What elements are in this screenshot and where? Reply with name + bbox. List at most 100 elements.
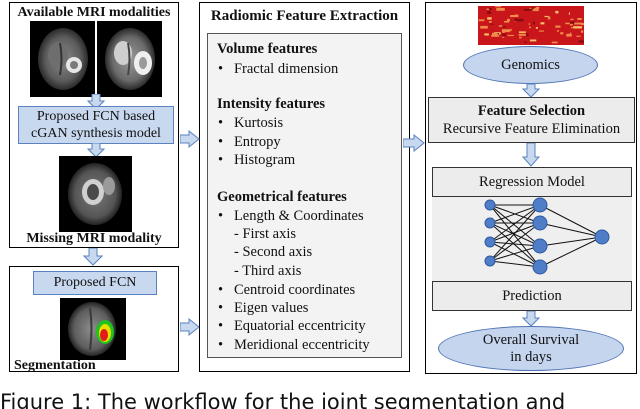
heatmap-cell — [540, 22, 545, 25]
synthesized-mri-image — [59, 156, 132, 232]
figure-caption: Figure 1: The workflow for the joint seg… — [0, 390, 566, 409]
heatmap-cell — [491, 35, 500, 37]
feature-item: • Meridional eccentricity — [218, 337, 370, 353]
mri-image-left — [30, 21, 95, 97]
synthesis-model-box: Proposed FCN based cGAN synthesis model — [18, 106, 174, 144]
heatmap-cell — [570, 21, 576, 24]
heatmap-cell — [496, 7, 505, 11]
heatmap-cell — [487, 7, 492, 11]
heatmap-cell — [555, 10, 559, 14]
heatmap-cell — [544, 15, 549, 18]
heatmap-cell — [514, 18, 524, 22]
segmentation-panel — [9, 266, 179, 372]
feature-subitem: - Third axis — [234, 263, 302, 279]
bullet: • — [218, 318, 224, 334]
feature-item: • Entropy — [218, 134, 281, 150]
feature-selection-subtitle: Recursive Feature Elimination — [442, 121, 621, 137]
heatmap-cell — [535, 6, 540, 9]
arrow-down-icon — [87, 94, 105, 110]
heatmap-cell — [515, 14, 519, 18]
heatmap-cell — [502, 33, 506, 37]
heatmap-cell — [480, 25, 488, 29]
heatmap-cell — [501, 36, 505, 38]
heatmap-cell — [569, 32, 572, 35]
arrow-right-icon — [180, 130, 200, 148]
heatmap-cell — [524, 33, 529, 37]
feature-selection-title: Feature Selection — [477, 103, 586, 119]
radiomic-panel — [199, 2, 410, 372]
arrow-right-icon — [403, 134, 425, 152]
bullet: • — [218, 282, 224, 298]
heatmap-cell — [523, 8, 533, 11]
bullet: • — [218, 300, 224, 316]
mri-image-right — [97, 21, 162, 97]
feature-selection-box: Feature Selection Recursive Feature Elim… — [428, 97, 635, 143]
genomics-label: Genomics — [501, 56, 560, 73]
heatmap-cell — [534, 7, 539, 10]
heatmap-cell — [478, 19, 485, 22]
heatmap-cell — [571, 27, 573, 29]
proposed-fcn-label: Proposed FCN — [53, 275, 137, 290]
feature-item: • Equatorial eccentricity — [218, 318, 366, 334]
heatmap-cell — [507, 18, 510, 22]
heatmap-cell — [487, 11, 492, 14]
prediction-box: Prediction — [432, 281, 632, 311]
heatmap-cell — [529, 26, 531, 29]
segmentation-label: Segmentation — [14, 358, 96, 373]
heatmap-cell — [565, 22, 570, 25]
heatmap-cell — [568, 12, 570, 15]
heatmap-cell — [518, 31, 526, 33]
neural-network-graphic — [432, 197, 632, 281]
heatmap-cell — [491, 32, 498, 36]
heatmap-cell — [551, 41, 558, 44]
bullet: • — [218, 115, 224, 131]
feature-item: • Eigen values — [218, 300, 309, 316]
heatmap-cell — [531, 7, 536, 9]
heatmap-cell — [578, 40, 584, 43]
bullet: • — [218, 61, 224, 77]
heatmap-cell — [518, 33, 526, 36]
heatmap-cell — [566, 33, 572, 37]
heatmap-cell — [504, 20, 510, 23]
missing-modality-label: Missing MRI modality — [26, 231, 162, 246]
heatmap-cell — [501, 29, 510, 33]
heatmap-cell — [581, 22, 584, 26]
heatmap-cell — [535, 27, 538, 29]
prediction-label: Prediction — [502, 287, 562, 304]
heatmap-cell — [581, 30, 584, 33]
heatmap-cell — [556, 30, 559, 32]
arrow-down-icon — [522, 311, 540, 327]
heatmap-cell — [488, 21, 492, 23]
arrow-down-icon — [83, 248, 103, 266]
heatmap-cell — [487, 17, 492, 20]
heatmap-cell — [539, 30, 544, 32]
heatmap-cell — [576, 35, 581, 37]
feature-item: • Histogram — [218, 152, 296, 168]
regression-model-box: Regression Model — [432, 167, 632, 197]
heatmap-cell — [524, 41, 527, 44]
synthesis-label-line2: cGAN synthesis model — [31, 126, 161, 141]
feature-item: • Centroid coordinates — [218, 282, 356, 298]
heatmap-cell — [574, 22, 583, 25]
heatmap-cell — [486, 8, 490, 11]
intensity-features-heading: Intensity features — [217, 96, 326, 112]
regression-model-label: Regression Model — [479, 173, 585, 190]
heatmap-cell — [532, 21, 535, 25]
survival-line1: Overall Survival — [482, 331, 580, 348]
arrow-down-icon — [87, 143, 105, 158]
overall-survival-ellipse: Overall Survival in days — [438, 326, 624, 371]
heatmap-cell — [530, 8, 539, 12]
feature-subitem: - Second axis — [234, 244, 313, 260]
survival-panel — [425, 2, 637, 374]
heatmap-cell — [560, 32, 564, 35]
heatmap-cell — [570, 18, 574, 21]
heatmap-cell — [510, 15, 516, 18]
genomics-heatmap — [478, 6, 584, 45]
radiomic-title: Radiomic Feature Extraction — [210, 8, 399, 24]
heatmap-cell — [577, 18, 582, 20]
feature-list-box — [207, 33, 402, 358]
heatmap-cell — [498, 25, 503, 27]
volume-features-heading: Volume features — [217, 41, 318, 57]
heatmap-cell — [519, 36, 522, 39]
